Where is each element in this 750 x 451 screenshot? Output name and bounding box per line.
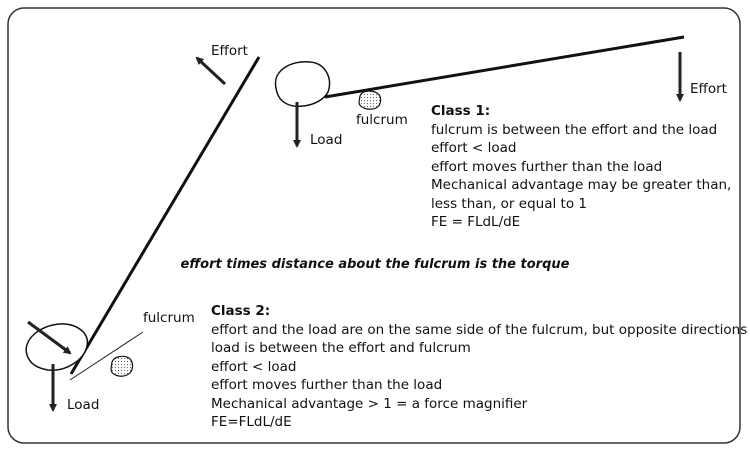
class2-lever-bar [69,56,261,375]
class1-line: FE = FLdL/dE [431,214,521,230]
class2-line: effort moves further than the load [211,377,443,393]
fulcrum-label-top: fulcrum [356,112,408,128]
class1-lever-bar [324,35,685,99]
class1-line: fulcrum is between the effort and the lo… [431,121,718,138]
class2-line: load is between the effort and fulcrum [211,340,471,356]
effort-label-top-left: Effort [211,43,248,59]
torque-note: effort times distance about the fulcrum … [180,257,570,272]
fulcrum-pointer-line [69,331,144,381]
class2-title: Class 2: [211,303,271,319]
class1-line: less than, or equal to 1 [431,195,587,212]
class2-line: effort < load [211,358,297,375]
class1-line: effort moves further than the load [431,158,663,175]
class1-title: Class 1: [431,103,491,119]
class1-fulcrum-rock [358,90,382,110]
class2-effort-arrow [195,56,227,86]
class2-line: Mechanical advantage > 1 = a force magni… [211,395,528,412]
class2-description: Class 2: effort and the load are on the … [211,302,747,432]
outer-border [7,7,741,444]
class2-push-arrow [27,320,72,355]
load-label-bottom: Load [67,397,100,413]
class2-line: FE=FLdL/dE [211,414,292,430]
class1-line: effort < load [431,140,517,156]
class1-description: Class 1: fulcrum is between the effort a… [431,102,731,232]
load-label-top: Load [310,132,343,148]
effort-label-right: Effort [690,81,727,97]
class1-load-blob [274,61,331,108]
class2-fulcrum-rock [110,355,134,377]
class2-load-blob [25,323,89,371]
class2-line: effort and the load are on the same side… [211,321,748,338]
fulcrum-label-bottom: fulcrum [143,310,195,326]
class1-line: Mechanical advantage may be greater than… [431,177,732,193]
